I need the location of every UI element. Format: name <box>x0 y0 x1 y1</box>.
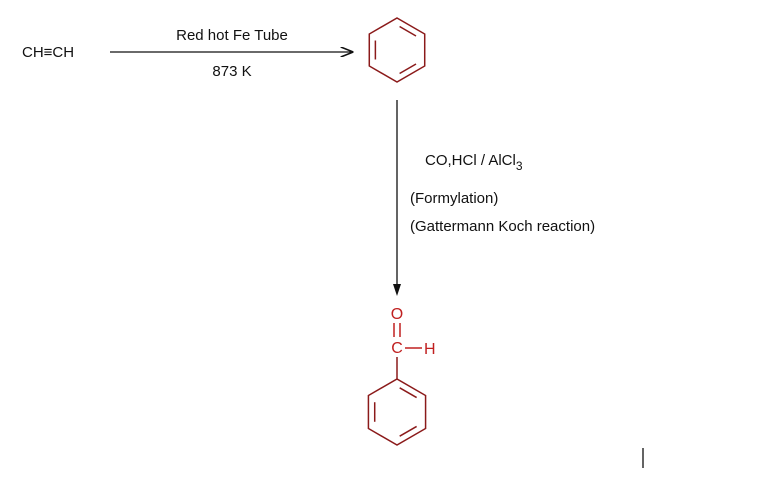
step2-note-formylation: (Formylation) <box>410 190 498 207</box>
step1-reagent: Red hot Fe Tube <box>176 27 288 44</box>
step2-reagent: CO,HCl / AlCl3 <box>425 152 523 173</box>
ring-outline <box>367 378 427 446</box>
step2-note-gattermann-koch: (Gattermann Koch reaction) <box>410 218 595 235</box>
ring-double-bond <box>399 25 417 37</box>
atom-oxygen: O <box>391 306 403 323</box>
benzaldehyde: O C H <box>367 306 436 446</box>
arrow-head <box>393 284 401 296</box>
step1-condition: 873 K <box>212 63 251 80</box>
benzene-ring <box>368 17 426 83</box>
ring-outline <box>368 17 426 83</box>
benzene-ring <box>367 378 427 446</box>
ring-double-bond <box>399 425 417 437</box>
atom-carbon: C <box>391 340 403 357</box>
ring-double-bond <box>399 63 417 75</box>
reactant-acetylene: CH≡CH <box>22 44 74 61</box>
atom-hydrogen: H <box>424 341 436 358</box>
ring-double-bond <box>399 387 417 399</box>
